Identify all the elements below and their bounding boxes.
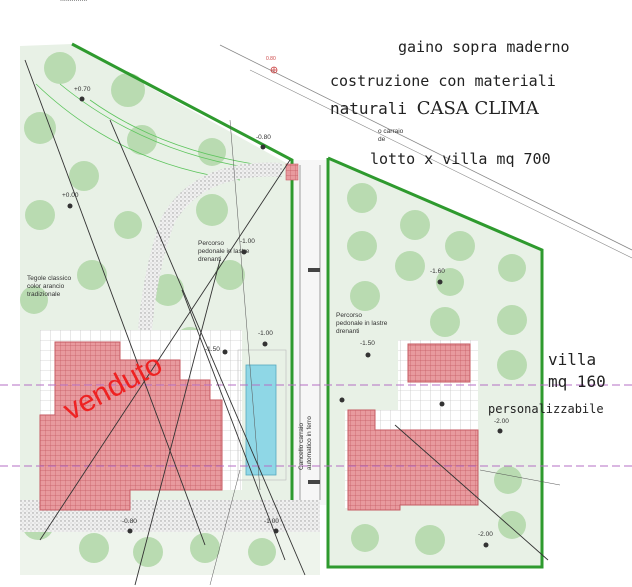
construction-lines [24, 59, 549, 586]
header-brand: CASA CLIMA [416, 98, 539, 119]
elevation-label: -1.50 [205, 346, 220, 353]
header-lot: lotto x villa mq 700 [370, 150, 551, 168]
elevation-label: -1.00 [240, 238, 255, 245]
elevation-label: -2.00 [494, 418, 509, 425]
top-center-code: 0.80 [266, 56, 276, 62]
gate-pillar [285, 163, 299, 181]
road-line [249, 69, 632, 259]
header-location: gaino sopra maderno [398, 38, 570, 56]
header-line3-prefix: naturali [330, 99, 408, 118]
elevation-label: -1.00 [264, 518, 279, 525]
elevation-label: +0.00 [62, 192, 79, 199]
thin-lines [209, 119, 561, 586]
elevation-label: -1.00 [258, 330, 273, 337]
gate-marker [308, 268, 320, 272]
gate-marker [308, 480, 320, 484]
top-left-note: .............. [60, 0, 87, 3]
trees-left [20, 52, 276, 567]
elevation-markers [67, 96, 503, 548]
elevation-label: -0.80 [256, 134, 271, 141]
pool-deck [237, 349, 287, 481]
villa-title: villa [548, 350, 597, 369]
gravel-path [138, 162, 283, 331]
elevation-label: -1.60 [430, 268, 445, 275]
elevation-label: +0.70 [74, 86, 91, 93]
trees-right [347, 183, 527, 555]
elevation-label: -0.80 [122, 518, 137, 525]
driveway [293, 160, 326, 505]
header-line2: costruzione con materiali [330, 72, 556, 90]
fence [71, 42, 544, 569]
right-house-roof-main [347, 409, 479, 511]
elevation-label: -1.50 [360, 340, 375, 347]
pool [245, 364, 277, 476]
road-line [219, 44, 632, 251]
villa-size: mq 160 [548, 372, 606, 391]
right-house-roof-top [407, 343, 471, 383]
elevation-label: -2.00 [478, 531, 493, 538]
villa-note: personalizzabile [488, 402, 604, 416]
header-line3: naturali CASA CLIMA [330, 98, 539, 119]
